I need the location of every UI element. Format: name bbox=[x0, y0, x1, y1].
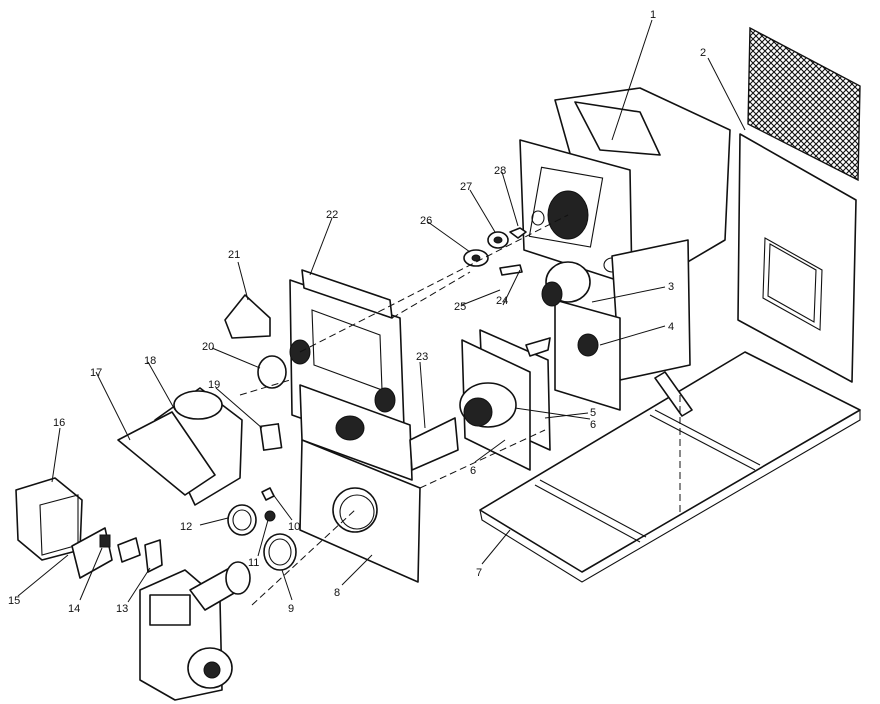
callout-17: 17 bbox=[90, 367, 102, 379]
part-8-front-plate bbox=[299, 439, 421, 583]
callout-27: 27 bbox=[460, 181, 472, 193]
part-23-mounting-panel bbox=[299, 384, 459, 481]
callout-20: 20 bbox=[202, 341, 214, 353]
part-1-heat-exchanger bbox=[519, 87, 731, 411]
callout-23: 23 bbox=[416, 351, 428, 363]
part-13-15-brackets bbox=[71, 527, 163, 579]
callout-22: 22 bbox=[326, 209, 338, 221]
part-9-12-rings bbox=[227, 487, 297, 571]
assembly-dash-lines bbox=[239, 214, 681, 606]
callout-19: 19 bbox=[208, 379, 220, 391]
callout-25: 25 bbox=[454, 301, 466, 313]
part-19-21-accessories bbox=[224, 294, 287, 451]
callout-21: 21 bbox=[228, 249, 240, 261]
callout-14: 14 bbox=[68, 603, 80, 615]
callout-11: 11 bbox=[248, 557, 259, 569]
callout-16: 16 bbox=[53, 417, 65, 429]
callout-labels: 1 2 3 4 5 6 6 7 8 9 10 11 12 13 14 15 16… bbox=[8, 9, 706, 615]
callout-28: 28 bbox=[494, 165, 506, 177]
part-5-6-rear-plate bbox=[459, 264, 551, 471]
part-2-rear-panel bbox=[737, 26, 861, 383]
callout-5: 5 bbox=[590, 407, 596, 419]
callout-26: 26 bbox=[420, 215, 432, 227]
callout-12: 12 bbox=[180, 521, 192, 533]
callout-2: 2 bbox=[700, 47, 706, 59]
callout-7: 7 bbox=[476, 567, 482, 579]
callout-24: 24 bbox=[496, 295, 508, 307]
callout-1: 1 bbox=[650, 9, 656, 21]
burner-assembly bbox=[139, 561, 251, 701]
callout-6a: 6 bbox=[590, 419, 596, 431]
callout-4: 4 bbox=[668, 321, 674, 333]
part-7-base-pan bbox=[479, 351, 861, 583]
callout-9: 9 bbox=[288, 603, 294, 615]
callout-10: 10 bbox=[288, 521, 300, 533]
callout-3: 3 bbox=[668, 281, 674, 293]
callout-18: 18 bbox=[144, 355, 156, 367]
callout-6b: 6 bbox=[470, 465, 476, 477]
part-26-28-hardware bbox=[463, 227, 527, 267]
part-17-18-duct bbox=[117, 387, 243, 506]
callout-13: 13 bbox=[116, 603, 128, 615]
callout-15: 15 bbox=[8, 595, 20, 607]
leader-lines bbox=[17, 19, 746, 603]
callout-8: 8 bbox=[334, 587, 340, 599]
